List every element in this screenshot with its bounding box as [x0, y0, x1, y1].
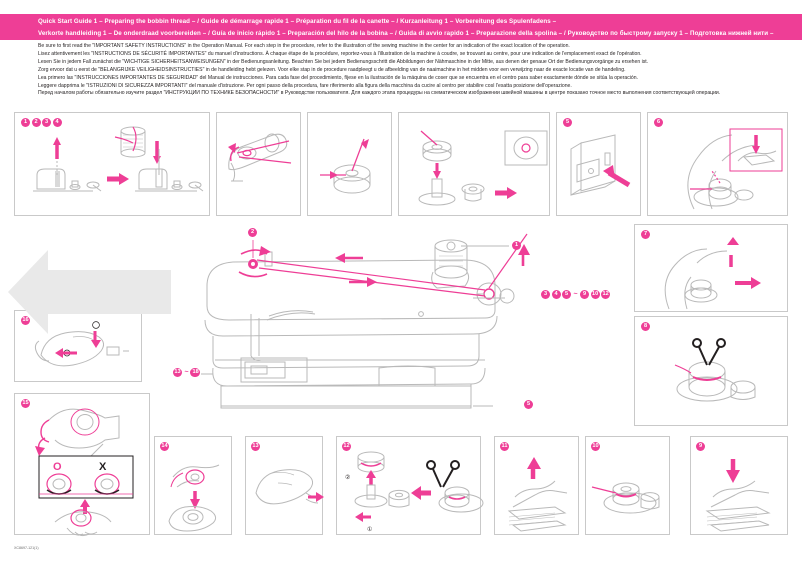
machine-callout-5: 5 — [562, 290, 571, 299]
badge-1: 1 — [21, 118, 30, 127]
step-panel-9: 9 — [690, 436, 788, 535]
callout-tilde-bottom-left: ~ — [184, 369, 189, 376]
intro-text-it: Leggere dapprima le "ISTRUZIONI DI SICUR… — [38, 82, 572, 89]
step-panel-13: 13 — [245, 436, 324, 535]
step-panel-11: 11 — [494, 436, 579, 535]
step-panel-14: 14 — [154, 436, 232, 535]
machine-callout-9: 9 — [580, 290, 590, 299]
intro-text-nl: Zorg ervoor dat u eerst de "BELANGRIJKE … — [38, 66, 626, 73]
step-panel-8: 8 — [634, 316, 788, 426]
footer-part-code: XC8697-121(1) — [14, 546, 39, 550]
badge-6: 6 — [654, 118, 663, 127]
remove-bobbin-cut-illustration: ② ① — [345, 451, 484, 533]
foot-pedal-down-illustration — [705, 459, 771, 532]
step-panel-4 — [398, 112, 550, 216]
spool-pin-illustration — [33, 126, 204, 192]
intro-text-es: Lea primero las "INSTRUCCIONES IMPORTANT… — [38, 74, 638, 81]
step-panel-7: 7 — [634, 224, 788, 312]
intro-text-de: Lesen Sie in jedem Fall zunächst die "WI… — [38, 58, 649, 65]
foot-pedal-up-illustration — [507, 457, 568, 532]
banner-line-2: Verkorte handleiding 1 – De onderdraad v… — [38, 30, 774, 37]
machine-callout-12: 12 — [601, 290, 611, 299]
machine-callout-3: 3 — [541, 290, 550, 299]
badge-16: 16 — [21, 316, 30, 325]
bobbin-winder-push-illustration — [664, 237, 761, 310]
step-panel-3 — [307, 112, 392, 216]
machine-callout-group-bottom-left: 13 ~ 18 — [173, 368, 201, 377]
banner-line-1: Quick Start Guide 1 – Preparing the bobb… — [38, 18, 557, 25]
bobbin-winder-illustration — [228, 133, 292, 182]
intro-paragraph: Be sure to first read the "IMPORTANT SAF… — [38, 43, 778, 98]
badge-13: 13 — [251, 442, 260, 451]
ng-mark: X — [99, 461, 107, 473]
machine-callout-18: 18 — [191, 368, 201, 377]
callout-tilde-right: ~ — [573, 291, 578, 298]
badge-14: 14 — [160, 442, 169, 451]
badge-4: 4 — [52, 118, 62, 127]
step-panel-16: 16 — [14, 310, 142, 382]
insert-bobbin-hand-illustration — [168, 464, 220, 532]
machine-callout-10: 10 — [590, 290, 600, 299]
step-panel-6: 6 — [647, 112, 788, 216]
bobbin-direction-check-illustration: O X — [35, 408, 134, 537]
bobbin-insert-illustration — [418, 130, 548, 206]
step-panel-5: 5 — [556, 112, 641, 216]
machine-callout-1: 1 — [512, 241, 521, 250]
badge-3: 3 — [42, 118, 51, 127]
sewing-machine-diagram — [201, 233, 530, 409]
badge-12: 12 — [342, 442, 351, 451]
circle-two-mark: ② — [345, 474, 350, 481]
badge-8: 8 — [641, 322, 650, 331]
badge-5: 5 — [563, 118, 572, 127]
intro-text-ru: Перед началом работы обязательно изучите… — [38, 90, 721, 97]
step-panel-15: 15 O X — [14, 393, 150, 537]
badge-15: 15 — [21, 399, 30, 408]
power-switch-illustration — [570, 134, 631, 196]
wound-bobbin-illustration — [591, 482, 660, 514]
machine-callout-2: 2 — [248, 228, 257, 237]
thread-guide-hand-illustration — [687, 128, 783, 210]
bobbin-case-insert-illustration — [255, 469, 324, 505]
step-panel-10: 10 — [585, 436, 670, 535]
bobbin-thread-hole-illustration — [320, 138, 371, 194]
machine-callout-4: 4 — [551, 290, 561, 299]
step-panel-2 — [216, 112, 301, 216]
ok-mark: O — [53, 461, 62, 473]
step-panel-1: 1 2 3 4 — [14, 112, 210, 216]
badge-7: 7 — [641, 230, 650, 239]
badge-10: 10 — [591, 442, 600, 451]
machine-callout-13: 13 — [173, 368, 182, 377]
badge-2: 2 — [31, 118, 41, 127]
bobbin-case-release-illustration — [34, 321, 129, 367]
circle-one-mark: ① — [367, 526, 372, 533]
header-banner: Quick Start Guide 1 – Preparing the bobb… — [0, 14, 802, 40]
badge-9: 9 — [696, 442, 705, 451]
machine-callout-5-bottom: 5 — [524, 400, 533, 409]
intro-text-en: Be sure to first read the "IMPORTANT SAF… — [38, 43, 570, 49]
badge-11: 11 — [500, 442, 509, 451]
machine-callout-group-right: 3 4 5 ~ 9 10 12 — [541, 290, 611, 299]
step-panel-12: 12 ② ① — [336, 436, 484, 535]
intro-text-fr: Lisez attentivement les "INSTRUCTIONS DE… — [38, 50, 642, 57]
flow-arrow-left — [8, 250, 171, 334]
bobbin-cut-thread-illustration — [674, 338, 756, 402]
